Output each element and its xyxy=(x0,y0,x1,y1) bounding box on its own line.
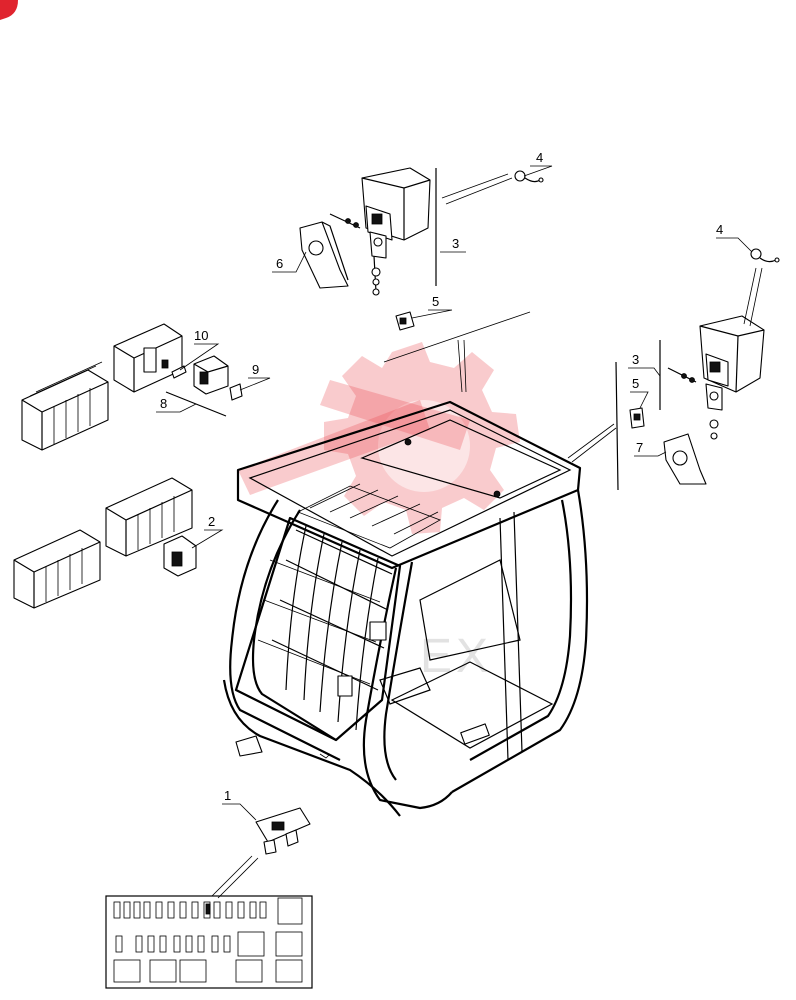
callout-7: 7 xyxy=(636,440,643,455)
lamp-bulb-4b xyxy=(750,248,780,263)
callout-10: 10 xyxy=(194,328,208,343)
watermark-text: EX xyxy=(420,630,492,683)
wire-5a xyxy=(383,311,531,363)
rocker-switch-8 xyxy=(193,355,229,395)
callout-6: 6 xyxy=(276,256,283,271)
work-lamp-top xyxy=(361,167,431,241)
work-lamp-right xyxy=(699,315,765,393)
callout-4-top: 4 xyxy=(536,150,543,165)
leader-4a-to-lamp xyxy=(441,173,513,205)
callout-5-top: 5 xyxy=(432,294,439,309)
callout-3-right: 3 xyxy=(632,352,639,367)
rocker-switch-2 xyxy=(163,535,197,577)
callout-leaders xyxy=(156,165,753,821)
leader-4b-to-lamp xyxy=(743,267,763,327)
switch-panel-lower-right xyxy=(105,477,193,557)
switch-lens-9 xyxy=(229,383,243,401)
indicator-bulb-10 xyxy=(171,365,187,379)
cab-frame xyxy=(222,400,589,817)
switch-panel-upper-right xyxy=(113,323,183,393)
corner-badge-icon xyxy=(0,0,18,20)
wire-roof xyxy=(457,339,467,393)
callout-4-right: 4 xyxy=(716,222,723,237)
connector-5b xyxy=(629,407,645,429)
lamp-bracket-right xyxy=(667,367,723,440)
callout-3-top: 3 xyxy=(452,236,459,251)
callout-9: 9 xyxy=(252,362,259,377)
lamp-bracket-top xyxy=(329,213,387,296)
callout-5-right: 5 xyxy=(632,376,639,391)
callout-8: 8 xyxy=(160,396,167,411)
wire-5b xyxy=(567,423,617,463)
fuse-board xyxy=(105,895,313,989)
connector-5a xyxy=(395,311,415,331)
switch-panel-upper-left xyxy=(21,361,109,451)
mounting-bracket-6 xyxy=(299,221,349,289)
switch-panel-lower-left xyxy=(13,529,101,609)
bracket-line-5b xyxy=(615,361,619,491)
mounting-bracket-7 xyxy=(663,433,707,485)
lamp-bulb-4a xyxy=(514,170,544,183)
callout-2: 2 xyxy=(208,514,215,529)
callout-1: 1 xyxy=(224,788,231,803)
wire-fuse xyxy=(211,855,259,899)
fuse-1 xyxy=(255,807,311,855)
